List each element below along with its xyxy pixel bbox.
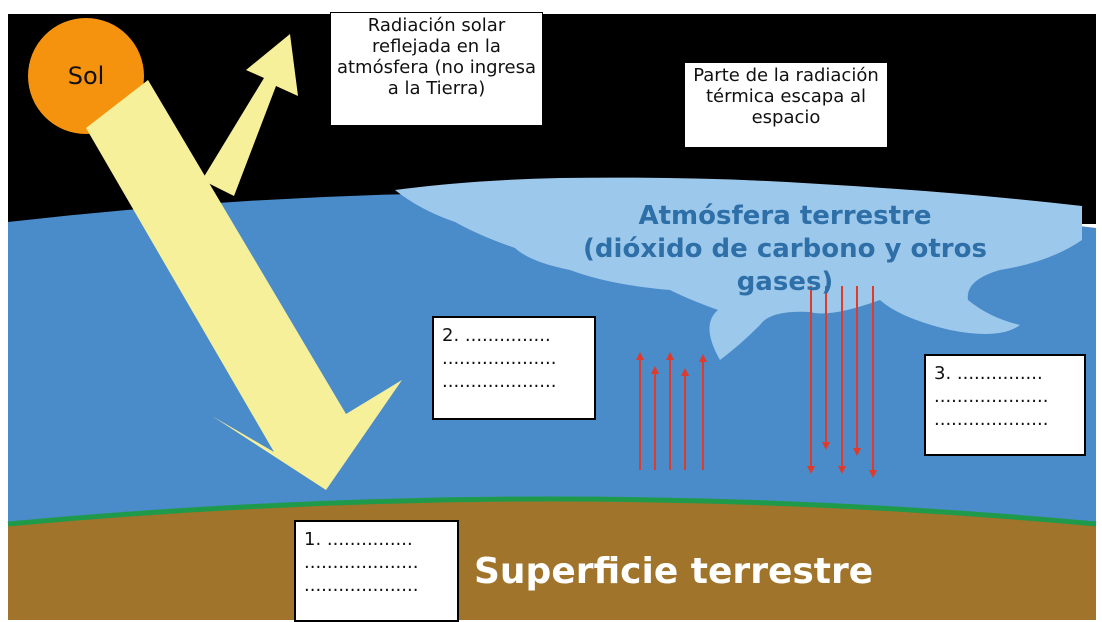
reflected-radiation-label: Radiación solar reflejada en la atmósfer…	[330, 12, 543, 126]
blank-line: ....................	[304, 575, 419, 596]
blank-line: 1. ...............	[304, 529, 413, 550]
blank-line: ....................	[934, 386, 1049, 407]
sun	[28, 18, 144, 134]
upward-thermal-arrows	[636, 352, 707, 470]
blank-line: ....................	[442, 348, 557, 369]
downward-thermal-arrows	[807, 286, 877, 478]
blank-field-2[interactable]: 2. ............... .................... …	[432, 316, 596, 420]
horizon-line	[7, 496, 1097, 527]
ground	[8, 499, 1096, 620]
blank-line: 3. ...............	[934, 363, 1043, 384]
blank-line: ....................	[442, 371, 557, 392]
reflected-solar-arrow	[202, 34, 298, 196]
blank-line: ....................	[304, 552, 419, 573]
escaping-radiation-label: Parte de la radiación térmica escapa al …	[684, 62, 888, 148]
blank-line: ....................	[934, 409, 1049, 430]
blank-field-1[interactable]: 1. ............... .................... …	[294, 520, 459, 622]
atmosphere-title-line1: Atmósfera terrestre	[638, 201, 932, 231]
sun-label: Sol	[67, 62, 105, 90]
atmosphere-cloud	[395, 177, 1082, 360]
blank-field-3[interactable]: 3. ............... .................... …	[924, 354, 1086, 456]
atmosphere-title: Atmósfera terrestre (dióxido de carbono …	[540, 200, 1030, 299]
incoming-solar-beam	[86, 80, 402, 490]
atmosphere-title-line2: (dióxido de carbono y otros gases)	[583, 234, 987, 297]
surface-label: Superficie terrestre	[474, 551, 874, 592]
blank-line: 2. ...............	[442, 325, 551, 346]
